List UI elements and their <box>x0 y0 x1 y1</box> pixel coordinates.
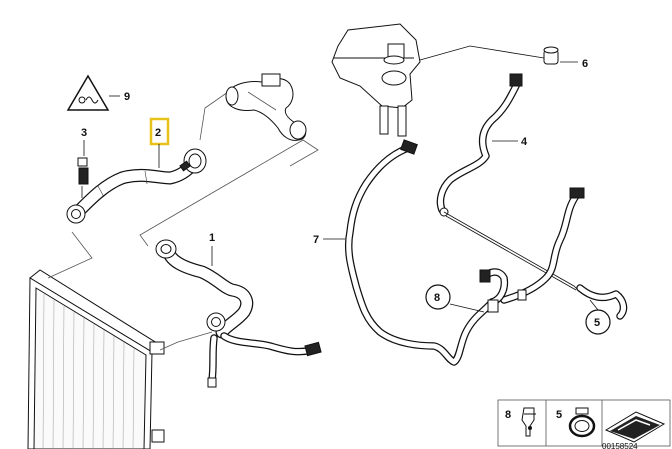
thermostat-housing <box>225 73 307 141</box>
legend-item-5: 5 <box>556 407 596 438</box>
callout-2-label: 2 <box>155 127 161 139</box>
callout-7-label: 7 <box>313 234 319 246</box>
callout-8[interactable]: 8 <box>425 284 485 313</box>
legend-item-8: 8 <box>505 407 536 437</box>
legend-item-5-label: 5 <box>556 409 562 421</box>
callout-3-label: 3 <box>81 127 87 139</box>
expansion-tank <box>331 23 421 137</box>
callout-8-label: 8 <box>434 292 440 304</box>
callout-4[interactable]: 4 <box>492 136 528 148</box>
legend-item-8-label: 8 <box>505 409 511 421</box>
parts-legend: 8 5 <box>497 399 671 447</box>
callout-3[interactable]: 3 <box>81 127 87 156</box>
hose-clip-icon <box>521 407 536 437</box>
hose-7[interactable] <box>344 139 496 366</box>
notice-icon <box>604 411 666 443</box>
hose-right[interactable] <box>479 187 628 320</box>
diagram-id: 00158524 <box>602 442 638 449</box>
callout-9[interactable]: 9 <box>66 74 130 111</box>
callout-1[interactable]: 1 <box>209 232 215 266</box>
callout-2-highlight-box <box>149 117 170 146</box>
callout-5-label: 5 <box>594 317 600 329</box>
assembly-guide-lines <box>47 91 319 351</box>
callout-4-label: 4 <box>521 136 528 148</box>
callout-1-label: 1 <box>209 232 215 244</box>
hot-coolant-warning-icon <box>66 74 110 111</box>
radiator <box>27 269 165 449</box>
hose-clamp-icon <box>568 407 596 438</box>
callout-2[interactable]: 2 <box>149 117 170 168</box>
hose-2[interactable] <box>66 148 207 224</box>
callout-7[interactable]: 7 <box>313 234 345 246</box>
callout-9-label: 9 <box>124 91 130 103</box>
hose-4[interactable] <box>436 73 581 293</box>
callout-5[interactable]: 5 <box>585 299 611 335</box>
callout-6-label: 6 <box>582 58 588 70</box>
hose-1[interactable] <box>155 239 322 388</box>
callout-6[interactable]: 6 <box>419 45 588 70</box>
